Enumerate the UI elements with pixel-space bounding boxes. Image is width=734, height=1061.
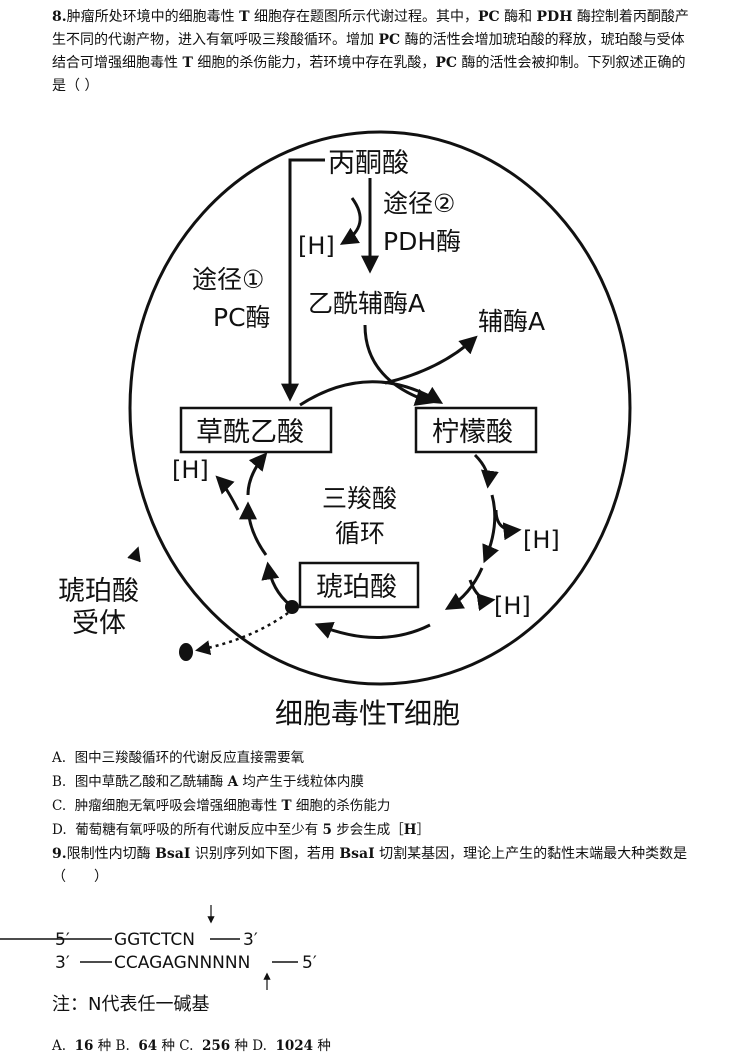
label-receptor-1: 琥珀酸 bbox=[58, 576, 139, 607]
q9-options: A. 16 种 B. 64 种 C. 256 种 D. 1024 种 bbox=[52, 1036, 331, 1056]
q8-option-d: D. 葡萄糖有氧呼吸的所有代谢反应中至少有 5 步会生成［H］ bbox=[52, 822, 430, 838]
question-number: 8. bbox=[52, 9, 67, 25]
question-9-stem: 9.限制性内切酶 BsaI 识别序列如下图，若用 BsaI 切割某基因，理论上产… bbox=[52, 846, 688, 885]
q8-option-b: B. 图中草酰乙酸和乙酰辅酶 A 均产生于线粒体内膜 bbox=[52, 774, 364, 790]
q9-option-d: D. 1024 种 bbox=[252, 1038, 331, 1054]
label-citrate: 柠檬酸 bbox=[432, 417, 513, 448]
cell-membrane bbox=[128, 130, 632, 686]
label-cell-caption: 细胞毒性T细胞 bbox=[275, 697, 460, 730]
h-branch-arrow-left bbox=[215, 475, 240, 511]
succinate-release-dotted bbox=[195, 611, 289, 656]
cycle-arc-top bbox=[299, 380, 444, 407]
h-branch-arrow-right2 bbox=[468, 579, 496, 611]
label-route2: 途径② bbox=[383, 189, 455, 218]
label-pc: PC酶 bbox=[213, 303, 271, 332]
label-pdh: PDH酶 bbox=[383, 227, 461, 256]
route1-arrow bbox=[281, 158, 325, 402]
succinate-box bbox=[298, 561, 420, 609]
citrate-box bbox=[414, 406, 538, 454]
seq-bottom-suffix: 5′ bbox=[302, 953, 317, 973]
cycle-arc-right-1 bbox=[473, 453, 499, 489]
h-branch-arrow-right1 bbox=[494, 509, 522, 541]
cycle-arc-left-2 bbox=[239, 501, 268, 556]
receptor-mark bbox=[127, 546, 141, 563]
q9-option-b: B. 64 种 bbox=[115, 1038, 175, 1054]
seq-top-prefix: 5′ bbox=[55, 930, 70, 950]
label-tca-1: 三羧酸 bbox=[322, 484, 397, 513]
acetylcoa-to-citrate-arrow bbox=[363, 324, 434, 406]
q9-option-a: A. 16 种 bbox=[52, 1038, 112, 1054]
question-8-stem: 8.肿瘤所处环境中的细胞毒性 T 细胞存在题图所示代谢过程。其中，PC 酶和 P… bbox=[52, 9, 689, 94]
label-acetylcoa: 乙酰辅酶A bbox=[308, 289, 425, 318]
seq-top-suffix: 3′ bbox=[243, 930, 258, 950]
label-tca-2: 循环 bbox=[335, 519, 385, 548]
succinate-outside-dot bbox=[179, 643, 193, 661]
cycle-arc-left-1 bbox=[261, 561, 291, 607]
cycle-arc-right-3 bbox=[444, 567, 484, 610]
label-h-right2: [H] bbox=[494, 592, 531, 620]
h-branch-arrow-top bbox=[339, 197, 362, 245]
label-succinate: 琥珀酸 bbox=[316, 572, 397, 603]
q9-note: 注：N代表任一碱基 bbox=[52, 994, 209, 1015]
q8-option-c: C. 肿瘤细胞无氧呼吸会增强细胞毒性 T 细胞的杀伤能力 bbox=[52, 798, 391, 814]
label-receptor-2: 受体 bbox=[72, 608, 126, 639]
label-coa: 辅酶A bbox=[478, 307, 545, 336]
label-h-right1: [H] bbox=[523, 526, 560, 554]
coa-release-arrow bbox=[384, 335, 478, 385]
question-number: 9. bbox=[52, 846, 67, 862]
seq-bottom-body: CCAGAGNNNNN bbox=[114, 953, 250, 973]
label-h-left: [H] bbox=[172, 456, 209, 484]
seq-bottom-prefix: 3′ bbox=[55, 953, 70, 973]
seq-top-body: GGTCTCN bbox=[114, 930, 195, 950]
label-route1: 途径① bbox=[192, 265, 264, 294]
label-h-top: [H] bbox=[298, 232, 335, 260]
label-pyruvate: 丙酮酸 bbox=[328, 148, 409, 179]
label-oxaloacetate: 草酰乙酸 bbox=[196, 417, 304, 448]
q9-option-c: C. 256 种 bbox=[179, 1038, 248, 1054]
cycle-arc-left-3 bbox=[246, 452, 268, 496]
succinate-dot bbox=[285, 600, 299, 614]
cycle-arc-right-2 bbox=[482, 494, 499, 564]
oxaloacetate-box bbox=[179, 406, 333, 454]
cycle-arc-bottom bbox=[314, 622, 431, 639]
q8-option-a: A. 图中三羧酸循环的代谢反应直接需要氧 bbox=[52, 750, 305, 766]
